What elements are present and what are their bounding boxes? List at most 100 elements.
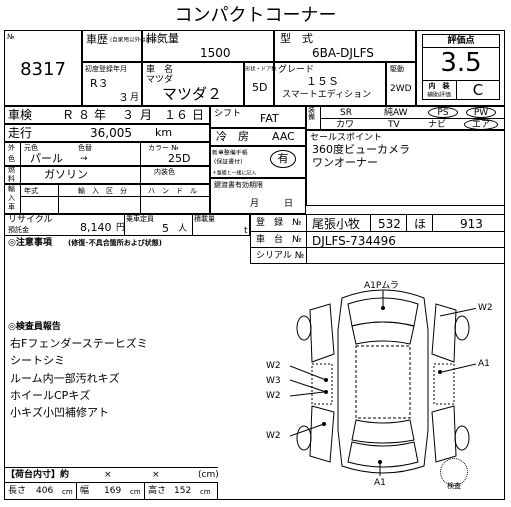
ac-cell — [210, 128, 306, 146]
serial-label: シリアル № — [256, 251, 305, 261]
import-label-3: 車 — [8, 203, 15, 211]
equip-sr: SR — [340, 108, 352, 118]
recycle-label-1: リサイクル — [8, 215, 53, 225]
color-label-1: 外 — [8, 144, 15, 152]
height-label: 高さ — [148, 486, 167, 496]
width-value: 169 — [104, 486, 122, 496]
mileage-value: 36,005 — [90, 126, 132, 140]
fuel-label-2: 料 — [8, 175, 15, 183]
height-value: 152 — [174, 486, 192, 496]
diagram-label-top: A1Pムラ — [364, 281, 399, 291]
history-note: (自家用以外は記入) — [110, 36, 160, 44]
capacity-value: 5 — [162, 222, 169, 235]
doors-value: 5D — [252, 81, 268, 94]
inspection-year-unit: 年 — [94, 108, 107, 122]
inspection-year: ８ — [78, 108, 91, 122]
length-label: 長さ — [8, 486, 27, 496]
shift-cell — [210, 106, 306, 128]
sales-point-1: 360度ビューカメラ — [312, 143, 410, 156]
interior-sub-label: 補助評価 — [427, 91, 451, 99]
score-value: 3.5 — [440, 48, 482, 78]
registration-table — [250, 214, 505, 264]
reg-area: 尾張小牧 — [312, 217, 361, 231]
shift-value: FAT — [260, 112, 279, 125]
inspection-label: 車検 — [8, 108, 33, 122]
equip-airbag-circle — [464, 119, 498, 130]
inspection-era: Ｒ — [62, 108, 75, 122]
cargo-unit: (cm) — [198, 470, 219, 480]
inspection-month-unit: 月 — [140, 108, 153, 122]
car-name-label: 車 名 — [146, 65, 174, 75]
sales-points-box — [306, 130, 505, 206]
history-cell — [82, 30, 142, 62]
grade-line1: １５Ｓ — [306, 75, 339, 88]
fuel-row — [4, 166, 210, 184]
car-windshield — [351, 321, 415, 345]
chassis-value: DJLFS-734496 — [312, 234, 396, 248]
color-code-label: カラー № — [148, 144, 179, 152]
capacity-label: 乗車定員 — [126, 215, 154, 223]
length-value: 406 — [36, 486, 54, 496]
left-rear-side — [309, 405, 335, 463]
first-reg-cell — [82, 62, 142, 106]
report-title: ◎検査員報告 — [8, 322, 61, 332]
right-rear-side — [431, 405, 457, 463]
car-model: マツダ２ — [162, 85, 223, 103]
diagram-label-left-4: W2 — [266, 431, 281, 441]
cargo-x1: × — [104, 470, 112, 480]
equip-pw-circle — [466, 107, 496, 118]
manual-note: ＊整備と一緒に記入 — [212, 170, 257, 176]
wheel-rear-left — [296, 425, 312, 451]
model-code-label: 型 式 — [280, 32, 313, 45]
import-label-1: 輸 — [8, 185, 15, 193]
equip-navi: ナビ — [428, 120, 447, 130]
grade-label: グレード — [278, 65, 315, 75]
sales-points-title: セールスポイント — [310, 133, 383, 143]
car-body-outline — [337, 289, 429, 474]
recycle-unit: 円 — [116, 223, 126, 233]
color-value: パール — [30, 152, 63, 165]
left-front-side — [309, 303, 335, 363]
diagram-label-right: A1 — [478, 359, 490, 369]
import-year-label: 年式 — [24, 187, 38, 195]
model-code-value: 6BA-DJLFS — [312, 46, 374, 60]
import-row — [4, 184, 210, 214]
notes-subtitle: (修復･不具合箇所および状態) — [68, 239, 162, 247]
color-arrow: → — [80, 154, 88, 164]
color-row — [4, 142, 210, 166]
drive-label: 駆動 — [390, 65, 404, 73]
inspection-row — [4, 106, 210, 124]
load-label: 積載量 — [194, 215, 215, 223]
inspection-day-unit: 日 — [192, 108, 205, 122]
ac-label: 冷 房 — [216, 130, 249, 143]
manual-value: 有 — [277, 152, 289, 165]
reg-number: 913 — [460, 217, 483, 231]
car-damage-diagram — [290, 289, 476, 476]
capacity-unit: 人 — [178, 224, 188, 234]
doors-label: 形状・ドア数 — [245, 66, 277, 72]
recycle-value: 8,140 — [80, 221, 112, 234]
mileage-row — [4, 124, 210, 142]
report-line-5: 小キズ小凹補修アト — [10, 406, 109, 419]
drive-value: 2WD — [390, 84, 412, 94]
ac-value: AAC — [272, 130, 295, 143]
report-line-1: 右Fフェンダーステーヒズミ — [10, 337, 148, 350]
first-reg-label: 初度登録年月 — [85, 65, 127, 73]
score-label: 評価点 — [447, 36, 475, 46]
first-reg-month-unit: 月 — [130, 93, 140, 103]
equip-airbag: エア — [471, 120, 490, 130]
interior-color-label: 内装色 — [154, 168, 175, 176]
diagram-label-left-1: W2 — [266, 361, 281, 371]
reg-kana: ほ — [414, 217, 427, 231]
dimensions-row — [4, 482, 218, 500]
sales-point-2: ワンオーナー — [312, 156, 378, 169]
grade-line2: スマートエディション — [282, 90, 372, 100]
first-reg-month: ３ — [118, 91, 129, 104]
key-expiry-label: 鍵渡書有効期限 — [214, 181, 263, 189]
fuel-label-1: 燃 — [8, 166, 15, 174]
car-rear-window — [351, 419, 415, 444]
equip-tv: TV — [388, 120, 400, 130]
car-name-cell — [142, 62, 244, 106]
drive-cell — [386, 62, 416, 106]
interior-label: 内 装 — [428, 82, 450, 90]
